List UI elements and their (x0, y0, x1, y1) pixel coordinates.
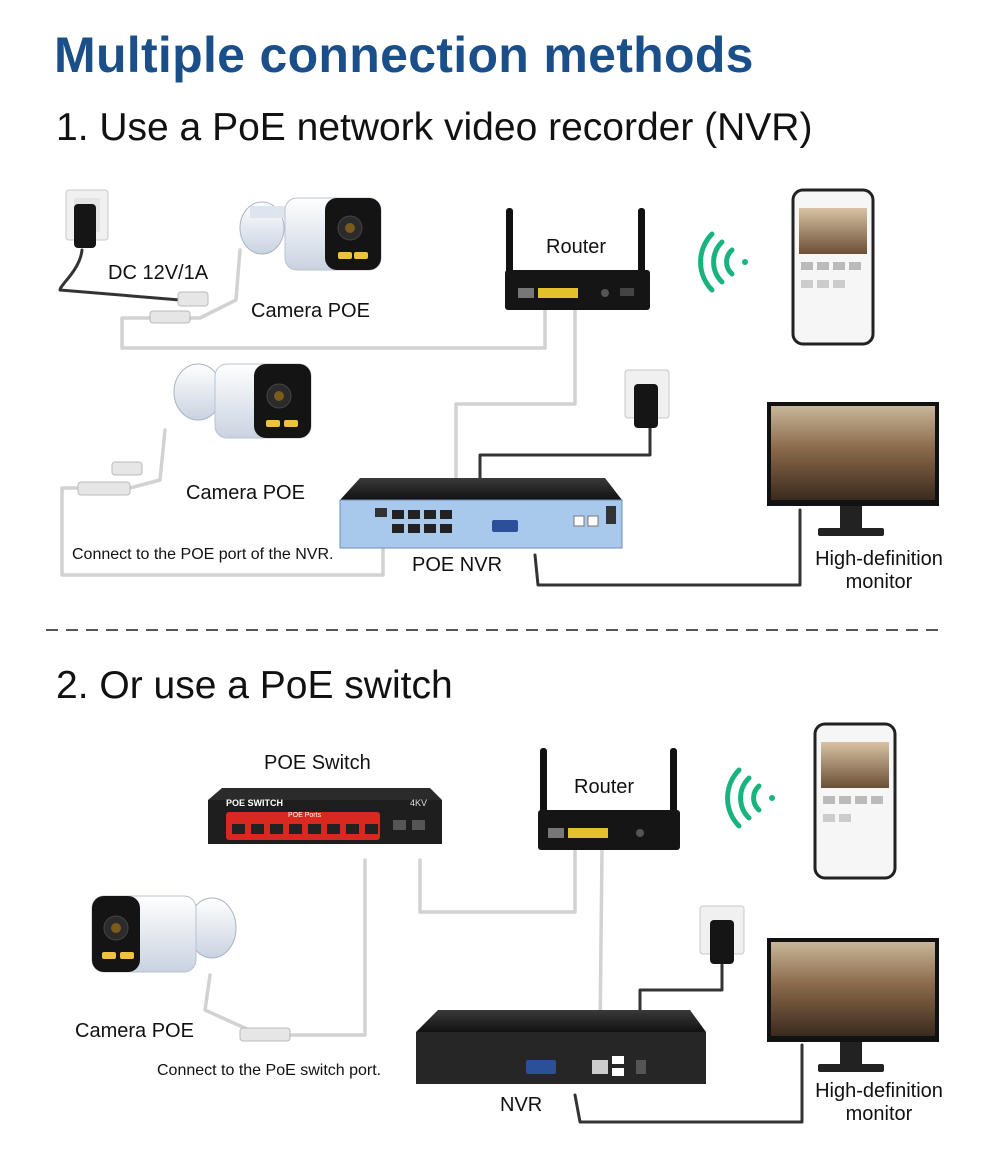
router-1-label: Router (546, 236, 607, 258)
page-title: Multiple connection methods (54, 27, 754, 83)
monitor-1-label-line2: monitor (845, 571, 913, 593)
switch-brand-text: POE SWITCH (226, 798, 284, 808)
monitor-2-label-line1: High-definition (815, 1080, 943, 1102)
camera-3-label: Camera POE (75, 1020, 194, 1042)
monitor-1-label: High-definition monitor (804, 548, 954, 594)
monitor-2-label: High-definition monitor (804, 1080, 954, 1126)
monitor-icon (767, 402, 939, 536)
bullet-camera-icon (91, 895, 237, 973)
router-icon (505, 208, 650, 310)
wifi-signal-icon (698, 231, 748, 293)
power-adapter-icon (74, 204, 96, 248)
nvr-icon (339, 478, 623, 549)
nvr-port-note: Connect to the POE port of the NVR. (72, 546, 334, 563)
poe-nvr-label: POE NVR (412, 554, 503, 576)
section-1-heading: 1. Use a PoE network video recorder (NVR… (56, 106, 813, 149)
wall-outlet-icon (624, 369, 670, 428)
wifi-signal-icon (725, 767, 775, 829)
poe-switch-label: POE Switch (264, 752, 371, 774)
power-label: DC 12V/1A (108, 262, 209, 284)
cables-section-2 (203, 848, 804, 1124)
bullet-camera-icon (239, 197, 382, 271)
wall-outlet-icon (699, 905, 745, 964)
camera-1-label: Camera POE (251, 300, 370, 322)
nvr-icon (416, 1010, 706, 1084)
nvr-label: NVR (500, 1094, 543, 1116)
poe-switch-icon (208, 788, 442, 844)
switch-ports-text: POE Ports (288, 812, 322, 819)
bullet-camera-icon (173, 363, 312, 439)
smartphone-icon (791, 188, 875, 346)
switch-badge-text: 4KV (410, 798, 428, 808)
monitor-2-label-line2: monitor (845, 1103, 913, 1125)
switch-port-note: Connect to the PoE switch port. (157, 1062, 382, 1079)
router-icon (538, 748, 680, 850)
monitor-icon (767, 938, 939, 1072)
camera-2-label: Camera POE (186, 482, 305, 504)
section-2-heading: 2. Or use a PoE switch (56, 664, 453, 707)
router-2-label: Router (574, 776, 635, 798)
smartphone-icon (813, 722, 897, 880)
monitor-1-label-line1: High-definition (815, 548, 943, 570)
cables-section-1 (58, 248, 802, 587)
